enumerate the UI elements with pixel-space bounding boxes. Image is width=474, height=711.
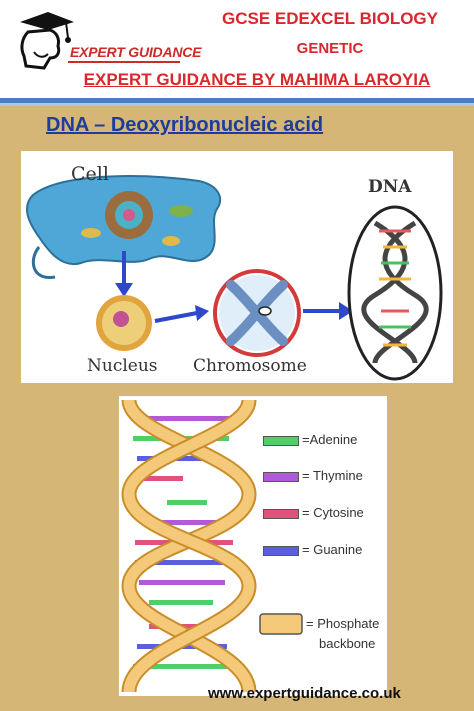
thymine-label: = Thymine <box>302 468 363 483</box>
header-banner: EXPERT GUIDANCE GCSE EDEXCEL BIOLOGY GEN… <box>0 0 474 98</box>
title-line-1: GCSE EDEXCEL BIOLOGY <box>221 9 438 28</box>
page-heading: DNA – Deoxyribonucleic acid <box>46 114 324 136</box>
divider-bar <box>0 98 474 103</box>
dna-bases-figure: =Adenine = Thymine = Cytosine = Guanine … <box>119 396 387 696</box>
logo-text: EXPERT GUIDANCE <box>70 44 202 60</box>
guanine-chip <box>263 546 299 556</box>
dna-label: DNA <box>368 177 412 197</box>
backbone-key-chip <box>259 613 303 635</box>
adenine-chip <box>263 436 299 446</box>
title-line-3: EXPERT GUIDANCE BY MAHIMA LAROYIA <box>83 70 431 89</box>
phosphate-label: = Phosphate <box>306 616 380 631</box>
nucleus-label: Nucleus <box>87 356 158 376</box>
cell-to-dna-figure: Cell DNA Nucleus Chromosome <box>21 151 453 383</box>
dna-helix-small <box>361 220 429 364</box>
title-line-2: GENETIC <box>296 40 364 57</box>
cytosine-chip <box>263 509 299 519</box>
cytosine-label: = Cytosine <box>302 505 364 520</box>
graduate-head-icon <box>20 12 74 70</box>
dna-ellipse <box>347 205 443 381</box>
chromosome-label: Chromosome <box>193 356 307 376</box>
backbone-label: backbone <box>319 636 376 651</box>
footer-url: www.expertguidance.co.uk <box>208 685 401 702</box>
logo-underline <box>68 61 180 63</box>
logo: EXPERT GUIDANCE <box>4 8 202 70</box>
guanine-label: = Guanine <box>302 542 363 557</box>
cell-label: Cell <box>71 163 109 185</box>
thymine-chip <box>263 472 299 482</box>
adenine-label: =Adenine <box>302 432 358 447</box>
divider-bar-light <box>0 103 474 106</box>
